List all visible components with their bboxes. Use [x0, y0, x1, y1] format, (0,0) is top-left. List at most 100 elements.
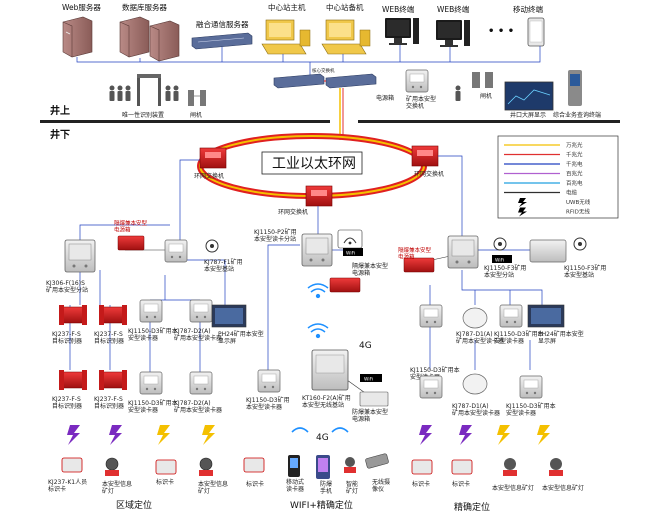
cap-lamp: 本安型信息矿灯 [198, 457, 228, 495]
mobile-terminal-label: 移动终端 [513, 4, 543, 14]
ring-switch-right: 环网交换机 [411, 145, 444, 178]
center-card-4-label: 智能矿灯 [346, 480, 358, 495]
card-reader: KJ787-D2(A)矿用本安型读卡器 [174, 299, 222, 342]
gate-right-group: 闸机 [455, 72, 493, 101]
svg-text:WiFi: WiFi [364, 377, 373, 383]
legend-swatch [518, 207, 527, 217]
substation-cabinet: WiFi KJ1150-F3矿用本安型分站 [447, 235, 526, 279]
wifi-antenna-icon [493, 237, 507, 251]
wifi-antenna-icon [205, 239, 219, 253]
left-base-label: KJ787-F1矿用本安型基站 [204, 258, 243, 273]
power-box-red: 隔爆兼本安型电源箱 [114, 219, 148, 251]
center-card-2-label: 移动式读卡器 [286, 478, 304, 493]
monitor-icon [436, 20, 470, 47]
display-panel: PH24矿用本安型显示屏 [527, 304, 584, 345]
svg-text:WiFi: WiFi [495, 258, 504, 264]
web-server-label: Web服务器 [62, 2, 101, 12]
center-backup-group: 中心站备机 [321, 2, 371, 55]
right-reader-d5-label: KJ1150-D3矿用本安型读卡器 [506, 402, 556, 417]
card-reader: KJ1150-D3矿用本安型读卡器 [410, 304, 460, 381]
big-screen-icon [504, 81, 554, 111]
legend-item: 千兆光 [504, 151, 583, 159]
right-base-2-label: KJ1150-F3矿用本安型基站 [564, 264, 606, 279]
server-icon [62, 16, 93, 58]
web-terminal-1-group: WEB终端 [382, 4, 419, 45]
card-reader [419, 375, 443, 399]
center-backup-label: 中心站备机 [326, 2, 364, 12]
gate-icon [188, 90, 206, 106]
legend-item: RFID无线 [518, 207, 590, 217]
workstation-icon [261, 19, 311, 55]
kiosk-group: 综合业务查询终端 [553, 70, 601, 119]
wireless-camera: 无线摄像仪 [365, 453, 390, 493]
legend-item: 百兆光 [504, 170, 583, 178]
ring-switch-left-label: 环网交换机 [194, 172, 224, 180]
gate-right-label: 闸机 [480, 92, 492, 100]
level-below-label: 井下 [50, 128, 70, 141]
base-station: KJ1150-F3矿用本安型基站 [529, 237, 606, 279]
big-screen-group: 井口大屏显示 [504, 81, 554, 119]
display-panel: PH24矿用本安型显示屏 [211, 304, 264, 345]
door-id-label: 唯一性识别装置 [122, 111, 164, 119]
ring-title: 工业以太环网 [272, 156, 356, 172]
left-power-box-label: 隔爆兼本安型电源箱 [114, 219, 148, 233]
gate-icon [472, 72, 493, 88]
security-door-icon [137, 74, 161, 106]
center-section: KJ1150-P2矿用本安型读卡分站 WiFi 隔爆兼本安型电源箱 [243, 206, 390, 511]
left-section-title: 区域定位 [116, 499, 152, 511]
ring-switch-bottom: 环网交换机 [278, 185, 333, 216]
wireless-base: KT160-F2(A)矿用本安型无线基站 4G WiFi [302, 341, 382, 409]
ring-switch-left: 环网交换机 [194, 147, 227, 180]
reader-b3-label: KJ1150-D3矿用本安型读卡器 [128, 399, 178, 414]
top-links [76, 45, 541, 75]
left-card-4-label: 本安型信息矿灯 [198, 480, 228, 495]
gate-left-group: 闸机 [188, 90, 206, 119]
card-reader: KJ1150-D3矿用本安型读卡器 [494, 304, 544, 345]
legend-item: UWB无线 [518, 198, 591, 207]
center-main-group: 中心站主机 [261, 2, 311, 55]
center-power-box-label: 隔爆兼本安型电源箱 [352, 262, 388, 277]
power-box-top-label: 电源箱 [376, 94, 394, 102]
switch-icon [273, 73, 377, 89]
uwb-lightning [419, 425, 550, 445]
legend-label: 万兆光 [566, 141, 583, 149]
right-display-label: PH24矿用本安型显示屏 [538, 330, 584, 345]
left-card-2-label: 本安型信息矿灯 [102, 480, 132, 495]
id-card: 标识卡 [451, 459, 473, 488]
legend-label: 百兆光 [566, 170, 583, 178]
monitor-icon [385, 18, 419, 45]
right-section: 隔爆兼本安型电源箱 WiFi KJ1150-F3矿用本安型分站 KJ1150-F… [398, 155, 606, 513]
right-card-1-label: 标识卡 [412, 480, 430, 488]
explosion-proof-phone: 防爆手机 [316, 455, 332, 495]
ring-switch-bottom-label: 环网交换机 [278, 208, 308, 216]
db-server-group: 数据库服务器 [119, 2, 180, 62]
center-card-1-label: 标识卡 [246, 480, 264, 488]
mobile-reader: 移动式读卡器 [286, 455, 304, 493]
legend-item: 百兆电 [504, 179, 583, 187]
web-terminal-1-label: WEB终端 [382, 4, 415, 14]
right-reader-d4-label: KJ787-D1(A)矿用本安型读卡器 [452, 403, 500, 417]
center-wireless-base-label: KT160-F2(A)矿用本安型无线基站 [302, 394, 351, 409]
reader-b2-label: KJ787-D2(A)矿用本安型读卡器 [174, 328, 222, 342]
kiosk-label: 综合业务查询终端 [553, 111, 601, 119]
lte-badge-2: 4G [316, 433, 329, 443]
id-card: 标识卡 [411, 459, 433, 488]
center-power-box-2-label: 防爆兼本安型电源箱 [352, 408, 388, 423]
lte-badge-1: 4G [359, 341, 372, 351]
web-terminal-2-group: WEB终端 [436, 4, 470, 47]
base-station: KJ787-F1矿用本安型基站 [164, 239, 243, 273]
wifi-badge: WiFi [492, 255, 512, 264]
id-card: 标识卡 [155, 459, 177, 486]
ellipsis-dots: • • • [488, 26, 514, 37]
power-box-top-group: 电源箱 矿用本安型交换机 [376, 69, 436, 110]
core-switch-group: 核心交换机 [273, 67, 377, 89]
legend-label: 百兆电 [566, 179, 583, 187]
left-display-label: PH24矿用本安型显示屏 [218, 330, 264, 345]
power-box-white: 防爆兼本安型电源箱 [352, 391, 389, 423]
